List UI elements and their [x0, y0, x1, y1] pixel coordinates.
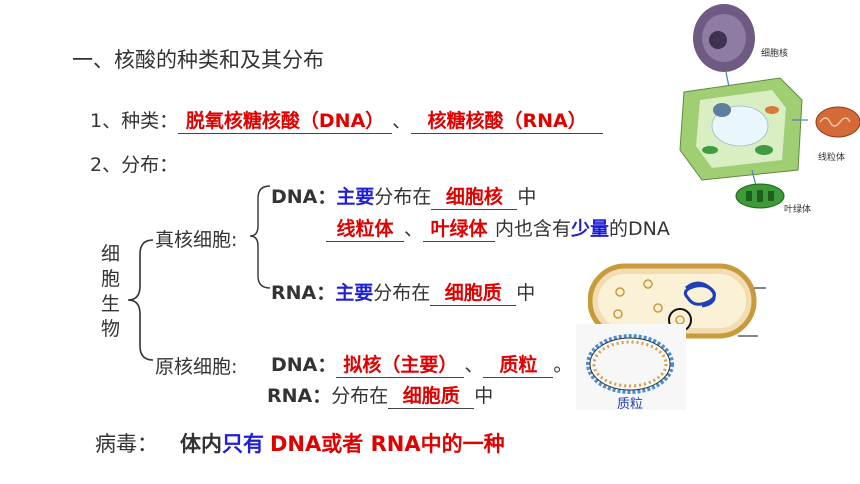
euk-rna-main: 主要: [335, 282, 374, 304]
euk-rna-row: RNA：主要分布在细胞质中: [271, 278, 535, 306]
euk-organelle-row: 线粒体、叶绿体内也含有少量的DNA: [326, 214, 670, 242]
kinds-dna-answer: 脱氧核糖核酸（DNA）: [178, 106, 393, 134]
distribution-label: 2、分布：: [90, 154, 179, 176]
mitochondrion-image: [815, 106, 860, 138]
euk-also-text: 内也含有: [495, 218, 572, 240]
nucleoid-image: [683, 281, 716, 308]
prok-dna-answer2: 质粒: [483, 350, 554, 378]
euk-organelle1: 线粒体: [326, 214, 404, 242]
caption-chloroplast: 叶绿体: [784, 205, 812, 215]
caption-nucleus: 细胞核: [761, 49, 789, 59]
euk-dna-place: 细胞核: [431, 182, 518, 210]
prok-dna-answer1: 拟核（主要）: [336, 350, 465, 378]
organism-brace: [127, 239, 154, 361]
eukaryote-brace: [249, 185, 271, 289]
bacterium-illustration: [588, 263, 766, 339]
caption-mitochondrion: 线粒体: [818, 153, 846, 163]
plant-cell-illustration: [679, 4, 860, 209]
prok-dna-row: DNA：拟核（主要）、质粒。: [271, 350, 572, 378]
kinds-row: 1、种类：脱氧核糖核酸（DNA）、核糖核酸（RNA）: [90, 106, 604, 134]
euk-organelle-sep: 、: [404, 218, 424, 240]
cell-organisms-label: 细胞生物: [101, 243, 121, 340]
euk-small-amount: 少量: [571, 218, 610, 240]
euk-dna-row: DNA：主要分布在细胞核中: [271, 182, 536, 210]
euk-also-suffix: 的DNA: [609, 218, 670, 240]
euk-rna-mid: 分布在: [373, 282, 431, 304]
euk-organelle2: 叶绿体: [423, 214, 496, 242]
virus-label: 病毒：: [95, 432, 158, 456]
virus-only: 只有: [222, 432, 264, 456]
kinds-label: 1、种类：: [90, 110, 179, 132]
kinds-separator: 、: [392, 110, 412, 132]
prok-rna-place: 细胞质: [388, 381, 475, 409]
prok-dna-sep: 、: [464, 354, 484, 376]
prok-rna-row: RNA：分布在细胞质中: [267, 381, 493, 409]
slide-heading: 一、核酸的种类和及其分布: [72, 48, 324, 72]
prok-dna-end: 。: [553, 354, 573, 376]
prok-rna-mid: 分布在: [331, 385, 389, 407]
plasmid-ring-illustration: [576, 324, 686, 410]
plasmid-caption: 质粒: [617, 397, 644, 412]
prok-rna-suffix: 中: [474, 385, 494, 407]
euk-rna-place: 细胞质: [430, 278, 517, 306]
kinds-rna-answer: 核糖核酸（RNA）: [411, 106, 604, 134]
eukaryote-label: 真核细胞:: [155, 229, 238, 251]
virus-text2: DNA或者 RNA中的一种: [270, 432, 505, 456]
euk-dna-main: 主要: [336, 186, 375, 208]
euk-dna-prefix: DNA：: [271, 186, 337, 208]
euk-dna-mid: 分布在: [374, 186, 432, 208]
prokaryote-label: 原核细胞:: [155, 356, 238, 378]
euk-rna-prefix: RNA：: [271, 282, 336, 304]
prok-dna-prefix: DNA：: [271, 354, 337, 376]
prok-rna-prefix: RNA：: [267, 385, 332, 407]
virus-text1: 体内: [180, 432, 222, 456]
euk-dna-suffix: 中: [517, 186, 537, 208]
euk-rna-suffix: 中: [516, 282, 536, 304]
